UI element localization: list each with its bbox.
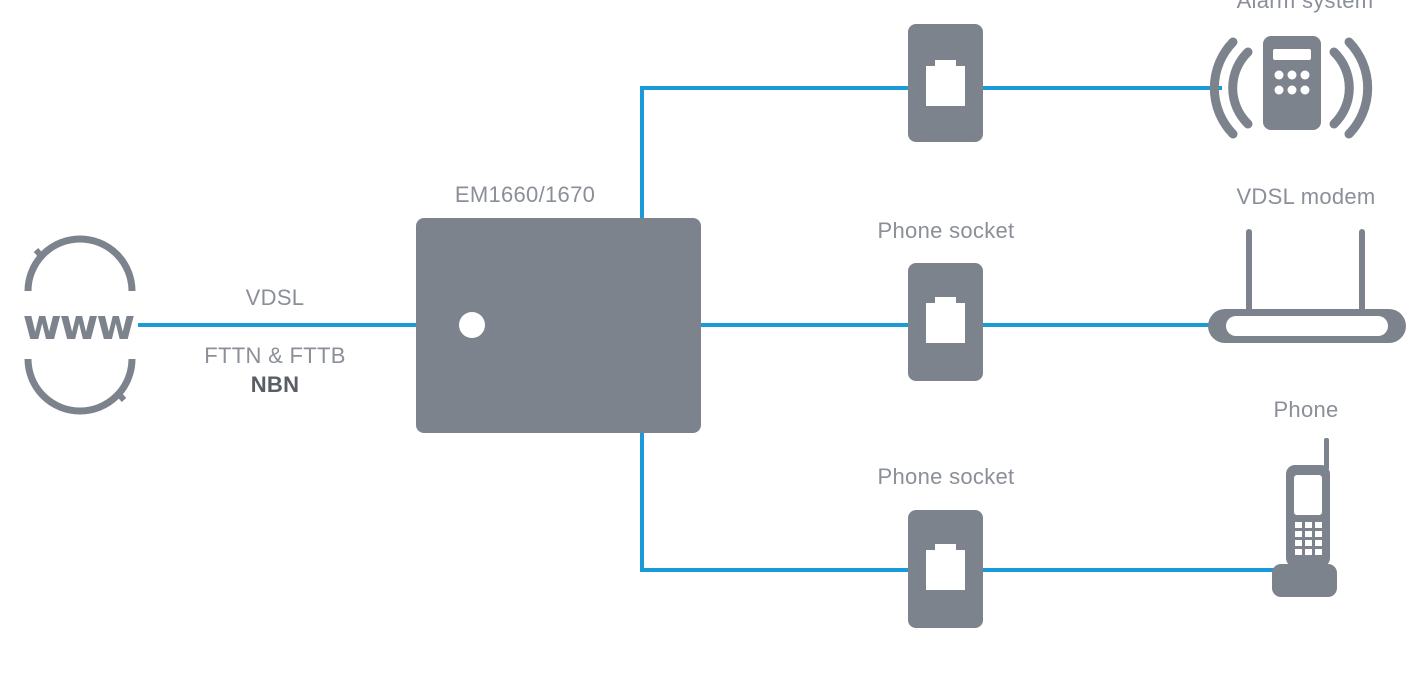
www-globe-icon: www <box>23 235 136 415</box>
phone-socket-modem <box>908 263 983 381</box>
www-text: www <box>23 300 135 349</box>
phone-socket-phone <box>908 510 983 628</box>
line-splitter-to-alarm-socket <box>640 86 910 220</box>
phone-socket-alarm <box>908 24 983 142</box>
splitter-model-label: EM1660/1670 <box>454 182 596 207</box>
connection-lines <box>138 86 1274 572</box>
vdsl-label: VDSL <box>245 285 305 310</box>
alarm-system-label: Alarm system <box>1236 0 1374 13</box>
vdsl-modem-label: VDSL modem <box>1236 184 1376 209</box>
phone-label: Phone <box>1273 397 1339 422</box>
cordless-phone-icon <box>1272 438 1337 597</box>
line-splitter-to-phone-socket <box>640 430 910 572</box>
phone-socket-label-middle: Phone socket <box>877 218 1015 243</box>
nbn-label: NBN <box>250 372 300 397</box>
splitter-led <box>459 312 485 338</box>
phone-socket-label-bottom: Phone socket <box>877 464 1015 489</box>
splitter-box-icon <box>416 218 701 433</box>
alarm-keypad-icon <box>1209 36 1373 139</box>
fttn-fttb-label: FTTN & FTTB <box>204 343 346 368</box>
router-icon <box>1208 229 1406 343</box>
